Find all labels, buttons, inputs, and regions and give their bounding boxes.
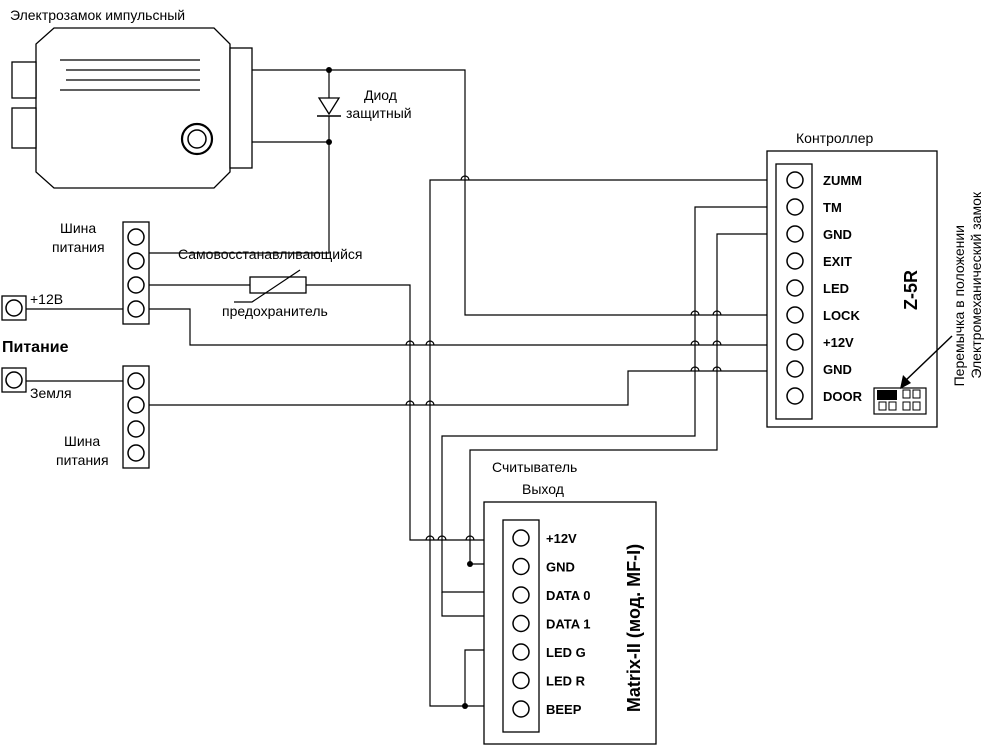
controller-pin-terminal	[786, 306, 804, 324]
controller-title: Контроллер	[796, 130, 873, 146]
reader-pin-terminal	[512, 614, 530, 633]
reader-pin-terminal	[512, 529, 530, 547]
controller-pin-label: GND	[823, 227, 852, 242]
reader-pin-terminal	[512, 700, 530, 718]
reader-pin-label: LED G	[546, 645, 586, 660]
fuse-symbol	[234, 269, 307, 303]
lock-title: Электрозамок импульсный	[10, 7, 185, 23]
reader-pin-terminal	[512, 643, 530, 661]
bus1-label-line1: Шина	[60, 220, 96, 236]
wire-lock-top	[250, 69, 783, 316]
controller-pin-terminal	[786, 333, 804, 351]
wire-ground-controller	[140, 370, 783, 406]
power-label: Питание	[2, 339, 69, 356]
controller-pin-terminal	[786, 387, 804, 405]
controller-pin-label: EXIT	[823, 254, 852, 269]
junction-dots	[326, 67, 473, 709]
controller-pin-label: LED	[823, 281, 849, 296]
wire-tm	[441, 206, 783, 593]
controller-model: Z-5R	[901, 270, 921, 310]
reader-pins: +12V GND DATA 0 DATA 1 LED G LED R BEEP	[512, 529, 591, 718]
controller-pin-label: LOCK	[823, 308, 860, 323]
fuse-label-line1: Самовосстанавливающийся	[178, 246, 363, 262]
reader-pin-label: +12V	[546, 531, 577, 546]
wire-crossings	[405, 175, 722, 541]
plus12-label: +12В	[30, 291, 63, 307]
reader-pin-label: LED R	[546, 674, 586, 689]
fuse-label-line2: предохранитель	[222, 303, 328, 319]
controller-pin-label: +12V	[823, 335, 854, 350]
jumper-block	[873, 387, 927, 415]
plus12-terminal	[1, 295, 27, 321]
diode-symbol	[317, 97, 341, 117]
controller-pin-terminal	[786, 360, 804, 378]
reader-pin-terminal	[512, 557, 530, 576]
jumper-label-line1: Перемычка в положении	[951, 225, 967, 386]
reader-pin-label: DATA 1	[546, 617, 591, 632]
controller-pin-terminal	[786, 171, 804, 189]
wire-plus12-controller	[140, 308, 783, 346]
wire-diode	[140, 70, 330, 254]
jumper-label-line2: Электромеханический замок	[968, 191, 984, 378]
wires	[23, 69, 783, 707]
reader-pin-label: DATA 0	[546, 588, 591, 603]
controller-pin-label: ZUMM	[823, 173, 862, 188]
jumper-arrow	[900, 335, 953, 389]
electric-lock	[11, 27, 253, 189]
controller-pin-label: TM	[823, 200, 842, 215]
diode-label-line2: защитный	[346, 105, 412, 121]
controller-pins: ZUMM TM GND EXIT LED LOCK +12V GND DOOR	[786, 171, 863, 405]
wire-fuse-out	[306, 284, 508, 541]
reader-pin-label: BEEP	[546, 702, 582, 717]
controller-pin-terminal	[786, 252, 804, 270]
diode-label-line1: Диод	[364, 87, 397, 103]
wire-gnd-controller	[469, 233, 783, 565]
ground-terminal	[1, 367, 27, 393]
power-bus-2	[122, 365, 150, 469]
reader-label-line1: Считыватель	[492, 459, 577, 475]
wire-zumm	[429, 179, 783, 707]
power-bus-1	[122, 221, 150, 325]
controller-pin-label: GND	[823, 362, 852, 377]
controller-pin-terminal	[786, 198, 804, 216]
reader-label-line2: Выход	[522, 481, 564, 497]
bus2-label-line2: питания	[56, 452, 109, 468]
reader-model: Matrix-II (мод. MF-I)	[624, 544, 644, 712]
reader-pin-terminal	[512, 671, 530, 690]
bus2-label-line1: Шина	[64, 433, 100, 449]
controller-pin-terminal	[786, 279, 804, 297]
reader-pin-label: GND	[546, 560, 575, 575]
ground-label: Земля	[30, 385, 72, 401]
controller-pin-label: DOOR	[823, 389, 863, 404]
controller-pin-terminal	[786, 225, 804, 243]
reader-pin-terminal	[512, 586, 530, 604]
bus1-label-line2: питания	[52, 239, 105, 255]
